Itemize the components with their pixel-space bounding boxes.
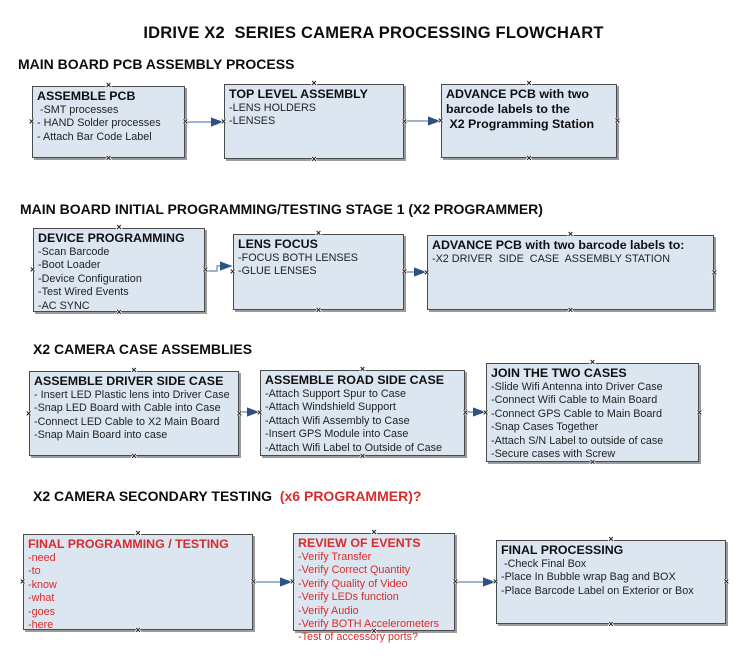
connection-handle-icon: × bbox=[26, 408, 32, 418]
section-heading-initial-programming: MAIN BOARD INITIAL PROGRAMMING/TESTING S… bbox=[20, 201, 543, 217]
box-body: -need -to -know -what -goes -here bbox=[28, 552, 57, 632]
connection-handle-icon: × bbox=[131, 365, 137, 375]
box-advance-pcb-programming-station: ADVANCE PCB with two barcode labels to t… bbox=[438, 79, 620, 163]
connection-handle-icon: × bbox=[105, 80, 112, 90]
box-title: TOP LEVEL ASSEMBLY bbox=[229, 87, 368, 101]
connection-handle-icon: × bbox=[401, 266, 407, 277]
box-body: -FOCUS BOTH LENSES -GLUE LENSES bbox=[238, 252, 358, 278]
connection-handle-icon: × bbox=[462, 407, 468, 418]
connection-handle-icon: × bbox=[290, 576, 296, 587]
box-body: -Attach Support Spur to Case -Attach Win… bbox=[265, 388, 443, 454]
box-title: ADVANCE PCB with two barcode labels to t… bbox=[446, 87, 595, 131]
box-review-of-events: REVIEW OF EVENTS -Verify Transfer -Verif… bbox=[290, 528, 458, 644]
box-body: - Insert LED Plastic lens into Driver Ca… bbox=[34, 389, 230, 442]
section-heading-secondary-testing: X2 CAMERA SECONDARY TESTING (x6 PROGRAMM… bbox=[33, 488, 421, 504]
box-title: FINAL PROCESSING bbox=[501, 543, 624, 557]
section-heading-pcb-assembly: MAIN BOARD PCB ASSEMBLY PROCESS bbox=[18, 56, 295, 72]
box-body: -Verify Transfer -Verify Correct Quantit… bbox=[298, 551, 439, 644]
box-body: -SMT processes - HAND Solder processes -… bbox=[37, 104, 161, 143]
connection-handle-icon: × bbox=[359, 364, 366, 374]
box-title: ASSEMBLE PCB bbox=[37, 89, 136, 103]
connection-handle-icon: × bbox=[608, 534, 614, 544]
connection-handle-icon: × bbox=[20, 576, 26, 587]
connection-handle-icon: × bbox=[424, 267, 430, 277]
box-advance-pcb-driver-station: ADVANCE PCB with two barcode labels to: … bbox=[424, 230, 717, 315]
box-title: DEVICE PROGRAMMING bbox=[38, 231, 185, 245]
connection-handle-icon: × bbox=[236, 408, 242, 418]
box-final-programming-testing: FINAL PROGRAMMING / TESTING -need -to -k… bbox=[20, 529, 256, 635]
box-body: -Check Final Box -Place In Bubble wrap B… bbox=[501, 558, 694, 597]
box-body: -Scan Barcode -Boot Loader -Device Confi… bbox=[38, 246, 142, 312]
connection-handle-icon: × bbox=[493, 576, 499, 587]
box-title: ASSEMBLE DRIVER SIDE CASE bbox=[34, 374, 224, 388]
box-device-programming: DEVICE PROGRAMMING -Scan Barcode -Boot L… bbox=[30, 223, 208, 317]
box-title: ADVANCE PCB with two barcode labels to: bbox=[432, 238, 685, 252]
box-title: REVIEW OF EVENTS bbox=[298, 536, 421, 550]
box-final-processing: FINAL PROCESSING -Check Final Box -Place… bbox=[493, 535, 729, 629]
box-title: LENS FOCUS bbox=[238, 237, 318, 251]
box-join-two-cases: JOIN THE TWO CASES -Slide Wifi Antenna i… bbox=[483, 358, 702, 467]
connection-handle-icon: × bbox=[311, 154, 317, 164]
section-heading-case-assemblies: X2 CAMERA CASE ASSEMBLIES bbox=[33, 341, 253, 357]
section-heading-secondary-testing-red: (x6 PROGRAMMER)? bbox=[275, 488, 422, 504]
connection-handle-icon: × bbox=[567, 305, 574, 315]
connection-handle-icon: × bbox=[135, 528, 141, 538]
box-body: -X2 DRIVER SIDE CASE ASSEMBLY STATION bbox=[432, 253, 670, 265]
connection-handle-icon: × bbox=[589, 357, 596, 367]
connection-handle-icon: × bbox=[614, 115, 620, 126]
connection-handle-icon: × bbox=[202, 264, 208, 275]
box-body: -Slide Wifi Antenna into Driver Case -Co… bbox=[491, 381, 664, 461]
box-top-level-assembly: TOP LEVEL ASSEMBLY -LENS HOLDERS -LENSES… bbox=[221, 79, 407, 164]
box-title: ASSEMBLE ROAD SIDE CASE bbox=[265, 373, 444, 387]
box-lens-focus: LENS FOCUS -FOCUS BOTH LENSES -GLUE LENS… bbox=[230, 229, 407, 315]
connection-handle-icon: × bbox=[696, 407, 702, 417]
connection-handle-icon: × bbox=[401, 116, 407, 126]
connection-handle-icon: × bbox=[131, 451, 137, 461]
connection-handle-icon: × bbox=[608, 619, 614, 629]
connection-handle-icon: × bbox=[30, 264, 36, 275]
connection-handle-icon: × bbox=[359, 451, 366, 461]
connection-handle-icon: × bbox=[723, 576, 729, 587]
connection-handle-icon: × bbox=[438, 115, 444, 126]
connection-handle-icon: × bbox=[311, 78, 317, 88]
box-title: JOIN THE TWO CASES bbox=[491, 366, 627, 380]
box-title: FINAL PROGRAMMING / TESTING bbox=[28, 537, 229, 551]
connection-handle-icon: × bbox=[371, 527, 377, 537]
connection-handle-icon: × bbox=[526, 153, 532, 163]
connection-handle-icon: × bbox=[105, 153, 112, 163]
box-body: -LENS HOLDERS -LENSES bbox=[229, 102, 316, 128]
connection-handle-icon: × bbox=[257, 407, 263, 418]
connector-arrow bbox=[205, 261, 233, 272]
connection-handle-icon: × bbox=[452, 576, 458, 587]
connection-handle-icon: × bbox=[250, 576, 256, 587]
connection-handle-icon: × bbox=[135, 625, 141, 635]
section-heading-secondary-testing-black: X2 CAMERA SECONDARY TESTING bbox=[33, 488, 276, 504]
connection-handle-icon: × bbox=[230, 266, 236, 277]
connection-handle-icon: × bbox=[567, 229, 574, 239]
connection-handle-icon: × bbox=[116, 307, 122, 317]
page-title: IDRIVE X2 SERIES CAMERA PROCESSING FLOWC… bbox=[143, 24, 604, 42]
connection-handle-icon: × bbox=[589, 457, 596, 467]
box-assemble-road-side-case: ASSEMBLE ROAD SIDE CASE -Attach Support … bbox=[257, 365, 468, 461]
connection-handle-icon: × bbox=[221, 116, 227, 126]
connection-handle-icon: × bbox=[29, 116, 35, 127]
connection-handle-icon: × bbox=[711, 267, 717, 277]
connection-handle-icon: × bbox=[483, 407, 489, 417]
box-assemble-pcb: ASSEMBLE PCB -SMT processes - HAND Solde… bbox=[29, 81, 188, 163]
connection-handle-icon: × bbox=[526, 78, 532, 88]
connection-handle-icon: × bbox=[315, 228, 322, 238]
connection-handle-icon: × bbox=[315, 305, 322, 315]
connection-handle-icon: × bbox=[116, 222, 122, 232]
box-assemble-driver-side-case: ASSEMBLE DRIVER SIDE CASE - Insert LED P… bbox=[26, 366, 242, 461]
connection-handle-icon: × bbox=[371, 626, 377, 636]
connection-handle-icon: × bbox=[182, 116, 188, 127]
